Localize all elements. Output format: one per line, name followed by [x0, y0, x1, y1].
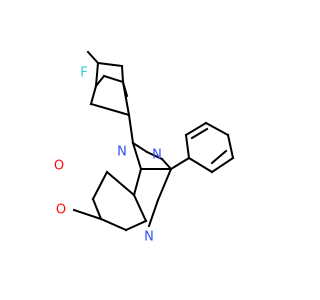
bond-9	[121, 80, 131, 117]
bond-14	[160, 157, 173, 171]
bond-28	[147, 198, 160, 228]
bond-6	[120, 64, 125, 84]
bond-21	[210, 156, 235, 174]
atom-oxygen-dioxane-upper: O	[54, 159, 64, 174]
bond-18	[184, 121, 208, 137]
bond-22	[187, 156, 214, 174]
bond-5	[89, 84, 98, 106]
bond-27	[156, 167, 173, 202]
bond-3	[94, 74, 106, 88]
bond-29	[124, 219, 148, 232]
bond-31	[91, 197, 103, 221]
atom-nitrogen-pyrazole-2: N	[152, 148, 162, 163]
bond-25	[132, 167, 143, 197]
bond-26	[132, 193, 148, 223]
bond-2	[89, 102, 131, 117]
bond-10	[127, 113, 135, 145]
bond-30	[99, 217, 128, 232]
bond-11	[131, 141, 149, 154]
bond-20	[226, 133, 235, 160]
bond-1	[96, 61, 124, 68]
chemical-structure-diagram: F N N N O O	[54, 50, 235, 245]
bond-24	[210, 149, 228, 165]
atom-nitrogen-pyrazole-1: N	[117, 145, 127, 160]
bond-7	[94, 61, 100, 88]
bond-34	[72, 208, 103, 221]
bond-12	[131, 141, 143, 171]
atom-oxygen-dioxane-lower: O	[56, 203, 66, 218]
bond-13	[145, 150, 164, 161]
atom-fluorine: F	[80, 66, 87, 81]
bond-19	[204, 121, 230, 137]
bond-23	[190, 127, 209, 140]
bond-17	[184, 133, 191, 160]
bond-8	[102, 74, 125, 84]
atom-nitrogen-quinoline: N	[144, 230, 154, 245]
bond-33	[105, 170, 136, 197]
bond-layer	[72, 50, 235, 232]
atom-labels: F N N N O O	[54, 66, 162, 245]
bond-32	[91, 170, 109, 201]
bond-16	[169, 156, 191, 171]
bond-0	[86, 50, 100, 65]
